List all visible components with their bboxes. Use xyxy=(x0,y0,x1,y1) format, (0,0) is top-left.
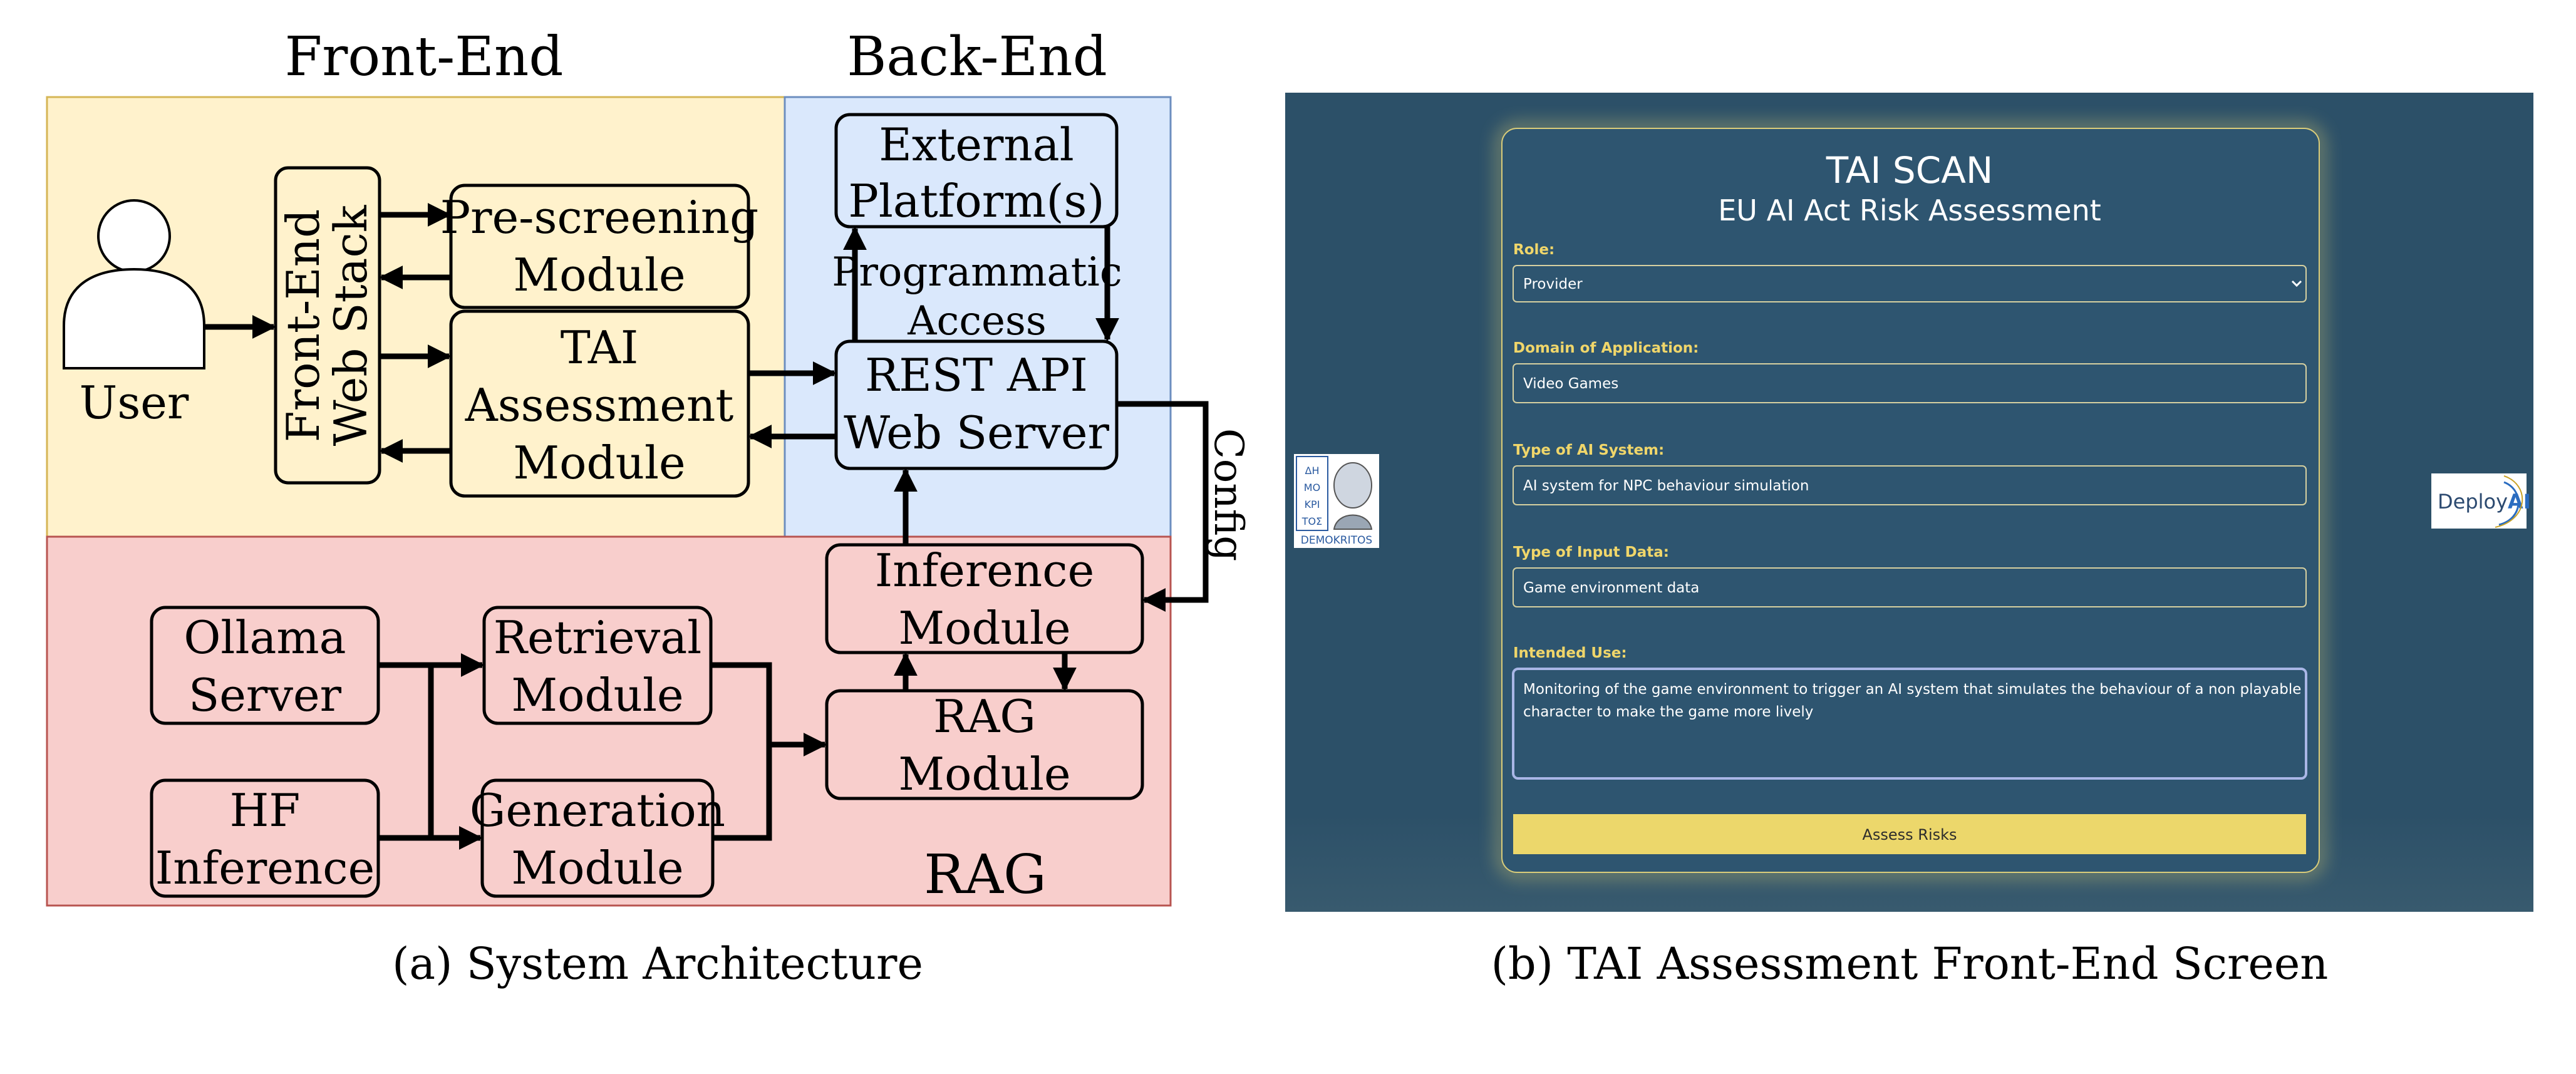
rag-header: RAG xyxy=(924,844,1047,906)
ollama-server-label-1: Ollama xyxy=(184,611,346,664)
role-select[interactable] xyxy=(1513,265,2307,302)
prescreening-label-1: Pre-screening xyxy=(440,191,759,244)
tai-assessment-box xyxy=(449,309,750,498)
deployai-logo: DeployAI xyxy=(2431,473,2531,529)
architecture-diagram: Front-End Back-End RAG User Front-End We… xyxy=(46,26,1251,989)
line-modules-merge xyxy=(711,662,772,841)
role-label: Role: xyxy=(1513,242,1554,258)
ai-system-input[interactable] xyxy=(1513,465,2307,505)
front-end-header: Front-End xyxy=(285,26,564,88)
ollama-server-label-2: Server xyxy=(189,669,342,721)
svg-text:Config: Config xyxy=(1205,428,1251,561)
generation-module-label-2: Module xyxy=(511,842,683,894)
programmatic-access-label-2: Access xyxy=(907,298,1046,344)
connectors xyxy=(204,203,1209,850)
programmatic-access-label-1: Programmatic xyxy=(832,249,1122,296)
tai-assessment-label-1: TAI xyxy=(561,321,639,374)
back-end-header: Back-End xyxy=(847,26,1107,88)
ai-system-input-value: AI system for NPC behaviour simulation xyxy=(1523,478,1809,494)
user-icon xyxy=(63,199,205,369)
ai-system-label: Type of AI System: xyxy=(1513,442,1664,458)
svg-text:ΤΟΣ: ΤΟΣ xyxy=(1301,515,1322,527)
domain-input[interactable] xyxy=(1513,363,2307,403)
svg-text:ΚΡΙ: ΚΡΙ xyxy=(1305,498,1320,510)
intended-use-line-1: Monitoring of the game environment to tr… xyxy=(1523,681,2301,698)
role-select-value: Provider xyxy=(1523,276,1583,292)
prescreening-box xyxy=(449,183,750,309)
screen-title: TAI SCAN xyxy=(1826,149,1994,192)
domain-label: Domain of Application: xyxy=(1513,340,1699,356)
svg-text:DEMOKRITOS: DEMOKRITOS xyxy=(1301,534,1372,547)
svg-text:ΔΗ: ΔΗ xyxy=(1305,465,1320,477)
retrieval-module-label-2: Module xyxy=(511,669,683,721)
intended-use-line-2: character to make the game more lively xyxy=(1523,704,1813,720)
svg-text:ΜΟ: ΜΟ xyxy=(1304,482,1320,493)
web-stack-label: Front-End Web Stack xyxy=(277,204,377,446)
tai-assessment-label-2: Assessment xyxy=(465,379,734,431)
input-data-input[interactable] xyxy=(1513,567,2307,607)
chevron-down-icon[interactable] xyxy=(2291,280,2302,287)
external-platform-box xyxy=(834,113,1119,229)
assess-risks-button[interactable] xyxy=(1513,814,2306,854)
domain-input-value: Video Games xyxy=(1523,376,1618,392)
screen-subtitle: EU AI Act Risk Assessment xyxy=(1718,194,2101,227)
rag-module-label-1: RAG xyxy=(933,690,1036,743)
intended-use-textarea[interactable] xyxy=(1512,668,2307,780)
hf-inference-label-2: Inference xyxy=(155,842,375,894)
generation-module-label-1: Generation xyxy=(470,784,725,837)
hf-inference-label-1: HF xyxy=(230,784,301,837)
retrieval-module-label-1: Retrieval xyxy=(494,611,701,664)
inference-module-label-2: Module xyxy=(898,602,1070,654)
prescreening-label-2: Module xyxy=(513,249,685,301)
input-data-label: Type of Input Data: xyxy=(1513,544,1669,560)
assess-risks-label: Assess Risks xyxy=(1862,826,1957,844)
user-label: User xyxy=(80,376,189,429)
demokritos-logo: ΔΗ ΜΟ ΚΡΙ ΤΟΣ DEMOKRITOS xyxy=(1294,454,1379,548)
tai-scan-screen: ΔΗ ΜΟ ΚΡΙ ΤΟΣ DEMOKRITOS DeployAI TAI SC… xyxy=(1285,93,2533,912)
intended-use-label: Intended Use: xyxy=(1513,645,1627,661)
rag-region xyxy=(46,535,1172,907)
caption-b: (b) TAI Assessment Front-End Screen xyxy=(1491,938,2329,989)
input-data-input-value: Game environment data xyxy=(1523,580,1699,596)
caption-a: (a) System Architecture xyxy=(392,938,923,989)
external-platform-label-2: Platform(s) xyxy=(848,175,1104,227)
tai-assessment-label-3: Module xyxy=(513,436,685,489)
config-label: Config xyxy=(1205,428,1251,561)
svg-text:Web Stack: Web Stack xyxy=(324,204,377,446)
rest-api-label-2: Web Server xyxy=(844,406,1109,459)
inference-module-label-1: Inference xyxy=(875,544,1094,597)
arrow-rest-config-inference xyxy=(1117,401,1209,612)
external-platform-label-1: External xyxy=(879,118,1073,171)
rest-api-label-1: REST API xyxy=(865,349,1088,401)
rag-module-label-2: Module xyxy=(898,748,1070,800)
svg-text:Front-End: Front-End xyxy=(277,209,329,442)
